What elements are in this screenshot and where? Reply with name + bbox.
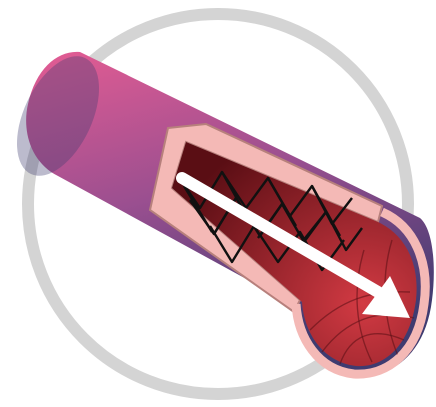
- stent-in-artery-icon: [0, 0, 436, 407]
- illustration-canvas: [0, 0, 436, 407]
